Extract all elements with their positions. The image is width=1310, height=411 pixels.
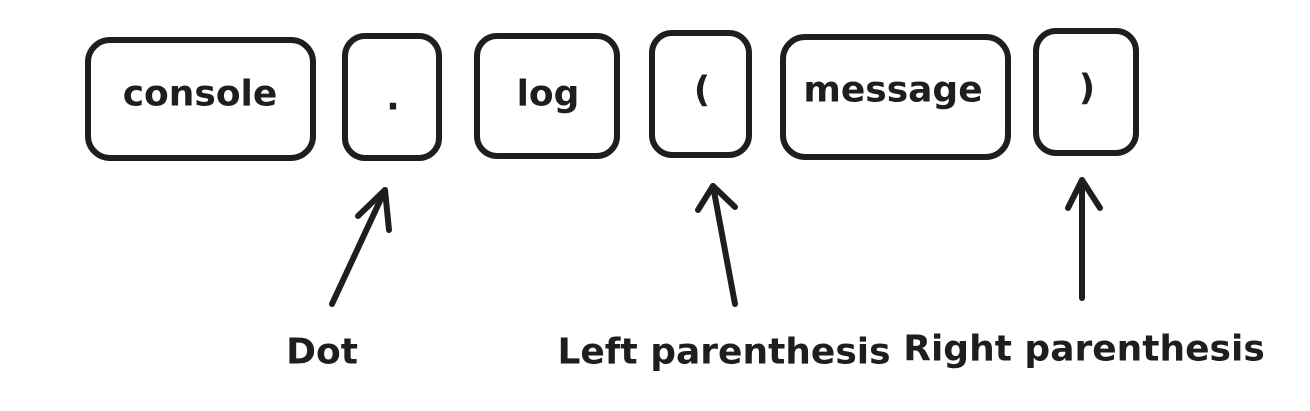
arrow-to-left-paren-shaft <box>710 183 738 307</box>
token-left-paren-box <box>649 30 752 158</box>
callout-left-parenthesis-label: Left parenthesis <box>557 332 890 373</box>
callout-right-parenthesis-label: Right parenthesis <box>903 329 1265 370</box>
token-left-paren: ( <box>649 30 752 158</box>
arrow-to-right-paren <box>1065 177 1103 301</box>
token-message-box <box>780 34 1011 160</box>
token-message-label: message <box>803 70 982 111</box>
token-dot-label: . <box>386 78 400 119</box>
token-right-paren-label: ) <box>1079 68 1095 109</box>
arrow-to-left-paren <box>695 183 738 307</box>
token-right-paren-box <box>1033 28 1139 156</box>
token-log-box <box>474 33 620 159</box>
token-left-paren-label: ( <box>694 70 710 111</box>
token-right-paren: ) <box>1033 28 1139 156</box>
token-log: log <box>474 33 620 159</box>
arrow-to-dot-head <box>355 187 392 233</box>
token-message: message <box>780 34 1011 160</box>
token-console: console <box>85 37 316 161</box>
token-dot: . <box>342 33 442 161</box>
token-console-label: console <box>123 74 278 115</box>
callout-dot-label: Dot <box>286 332 358 373</box>
token-log-label: log <box>517 74 580 115</box>
arrow-to-dot-shaft <box>329 187 388 307</box>
arrow-to-left-paren-head <box>695 183 738 213</box>
arrow-to-dot <box>329 187 392 307</box>
token-dot-box <box>342 33 442 161</box>
token-console-box <box>85 37 316 161</box>
arrow-to-right-paren-head <box>1065 177 1103 211</box>
